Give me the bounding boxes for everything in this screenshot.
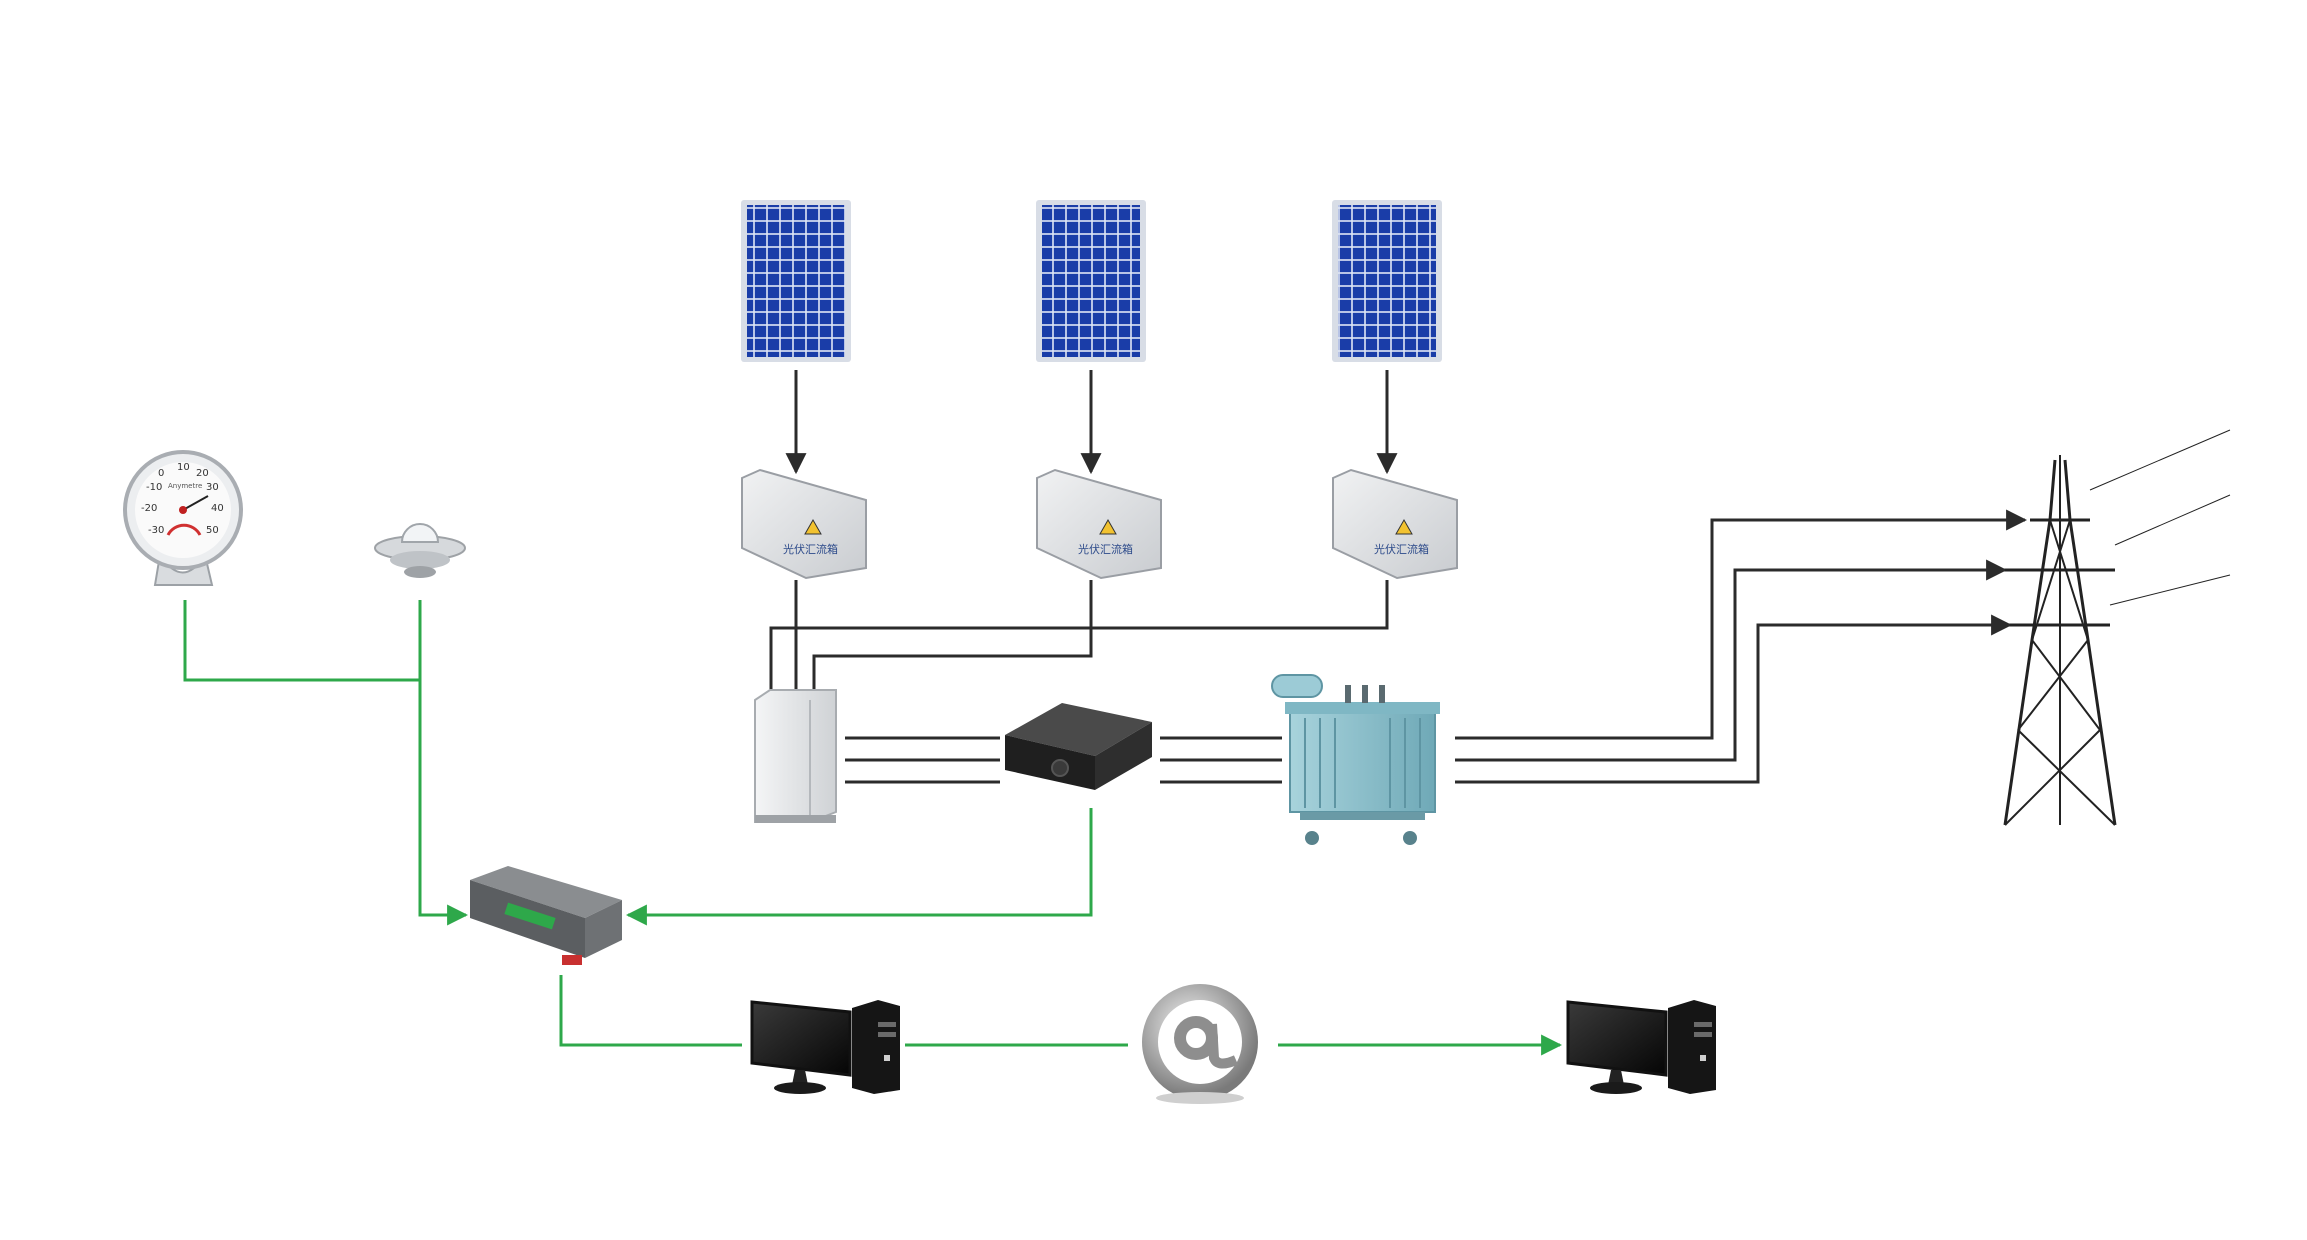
scale-label: -30 [148, 525, 164, 536]
thermometer-needle [182, 495, 209, 511]
collector-side [585, 900, 622, 958]
combiner-box-label: 光伏汇流箱 [1374, 542, 1429, 556]
monitor-base [774, 1082, 826, 1094]
tower-drive [878, 1032, 896, 1037]
combiner-box-label: 光伏汇流箱 [783, 542, 838, 556]
data-lines [183, 600, 1563, 1056]
cabinet-plinth [755, 815, 836, 823]
transformer [1271, 674, 1440, 845]
at-sign-internet-icon [1142, 984, 1258, 1100]
tower-bracing [2004, 519, 2116, 826]
inverter-to-collector-line [625, 808, 1093, 926]
transformer-lid [1285, 702, 1440, 714]
remote-computer [1566, 1000, 1716, 1094]
inverter [1005, 703, 1152, 790]
tower-button [884, 1055, 890, 1061]
needle-hub [179, 506, 187, 514]
solar-panel-cells [1042, 205, 1140, 357]
solar-panel-cells [747, 205, 845, 357]
collector-plug [562, 955, 582, 965]
conservator-tank [1271, 674, 1323, 698]
transmission-tower-icon [2003, 459, 2117, 826]
pc-tower [852, 1000, 900, 1094]
pc-tower [1668, 1000, 1716, 1094]
scale-label: -20 [141, 503, 157, 514]
collector-to-local-pc-line [559, 975, 742, 1047]
power-lines [769, 370, 2028, 784]
irradiance-sensor [374, 523, 466, 578]
internet-node [1142, 984, 1258, 1104]
scale-label: -10 [146, 482, 162, 493]
monitor-base [1590, 1082, 1642, 1094]
scale-label: 10 [177, 462, 190, 473]
data-collector [470, 866, 622, 965]
tower-drive [1694, 1032, 1712, 1037]
transformer-icon [1289, 711, 1436, 813]
warning-label [804, 518, 822, 535]
desktop-computer-icon [1566, 1000, 1668, 1077]
combiner-3-to-cabinet-line [769, 580, 1389, 692]
sensor-to-collector-line [418, 600, 469, 926]
scale-label: 30 [206, 482, 219, 493]
transmission-tower [2003, 429, 2231, 826]
combiner-box-icon [741, 468, 867, 580]
solar-panel-1 [741, 200, 851, 362]
distribution-cabinet-icon [754, 689, 837, 823]
distribution-cabinet [754, 689, 837, 823]
monitor-stand [792, 1070, 808, 1085]
desktop-computer-icon [750, 1000, 852, 1077]
transformer-base [1300, 812, 1425, 820]
at-sign-shadow [1156, 1092, 1244, 1104]
thermometer-brand: Anymetre [168, 482, 202, 490]
at-sign-tail [1207, 1023, 1239, 1069]
scale-label: 20 [196, 468, 209, 479]
solar-panel-3 [1332, 200, 1442, 362]
combiner-box-icon [1332, 468, 1458, 580]
scale-label: 50 [206, 525, 219, 536]
tower-drive [1694, 1022, 1712, 1027]
transformer-to-grid-line-1 [1455, 509, 2028, 740]
humidity-arc [166, 523, 202, 536]
combiner-box-1: 光伏汇流箱 [741, 468, 867, 580]
bushings [1345, 685, 1385, 703]
local-computer [750, 1000, 900, 1094]
sensor-foot [404, 566, 436, 578]
monitor-stand [1608, 1070, 1624, 1085]
inverter-icon [1005, 735, 1095, 790]
transformer-to-grid-line-3 [1455, 614, 2013, 784]
wheel [1305, 831, 1319, 845]
sensor-base [390, 551, 450, 569]
combiner-box-2: 光伏汇流箱 [1036, 468, 1162, 580]
combiner-2-to-cabinet-line [812, 580, 1093, 692]
thermometer-data-line [183, 600, 420, 682]
tower-drive [878, 1022, 896, 1027]
solar-panel-2 [1036, 200, 1146, 362]
collector-top [470, 866, 622, 918]
wheel [1403, 831, 1417, 845]
solar-panel-cells [1338, 205, 1436, 357]
inverter-side [1095, 722, 1152, 790]
tower-button [1700, 1055, 1706, 1061]
thermometer-hygrometer: Anymetre -30 -20 -10 0 10 20 30 40 50 [123, 450, 243, 586]
warning-label [1395, 518, 1413, 535]
transformer-to-grid-line-2 [1455, 559, 2008, 762]
combiner-box-label: 光伏汇流箱 [1078, 542, 1133, 556]
scale-label: 0 [158, 468, 164, 479]
cooling-fins [1304, 718, 1421, 808]
combiner-box-icon [1036, 468, 1162, 580]
inverter-top [1005, 703, 1152, 756]
inverter-fan [1051, 759, 1069, 777]
scale-label: 40 [211, 503, 224, 514]
terminal-block [504, 902, 556, 930]
sensor-dome [400, 523, 440, 543]
combiner-box-3: 光伏汇流箱 [1332, 468, 1458, 580]
overhead-wires [2089, 429, 2231, 606]
warning-label [1099, 518, 1117, 535]
